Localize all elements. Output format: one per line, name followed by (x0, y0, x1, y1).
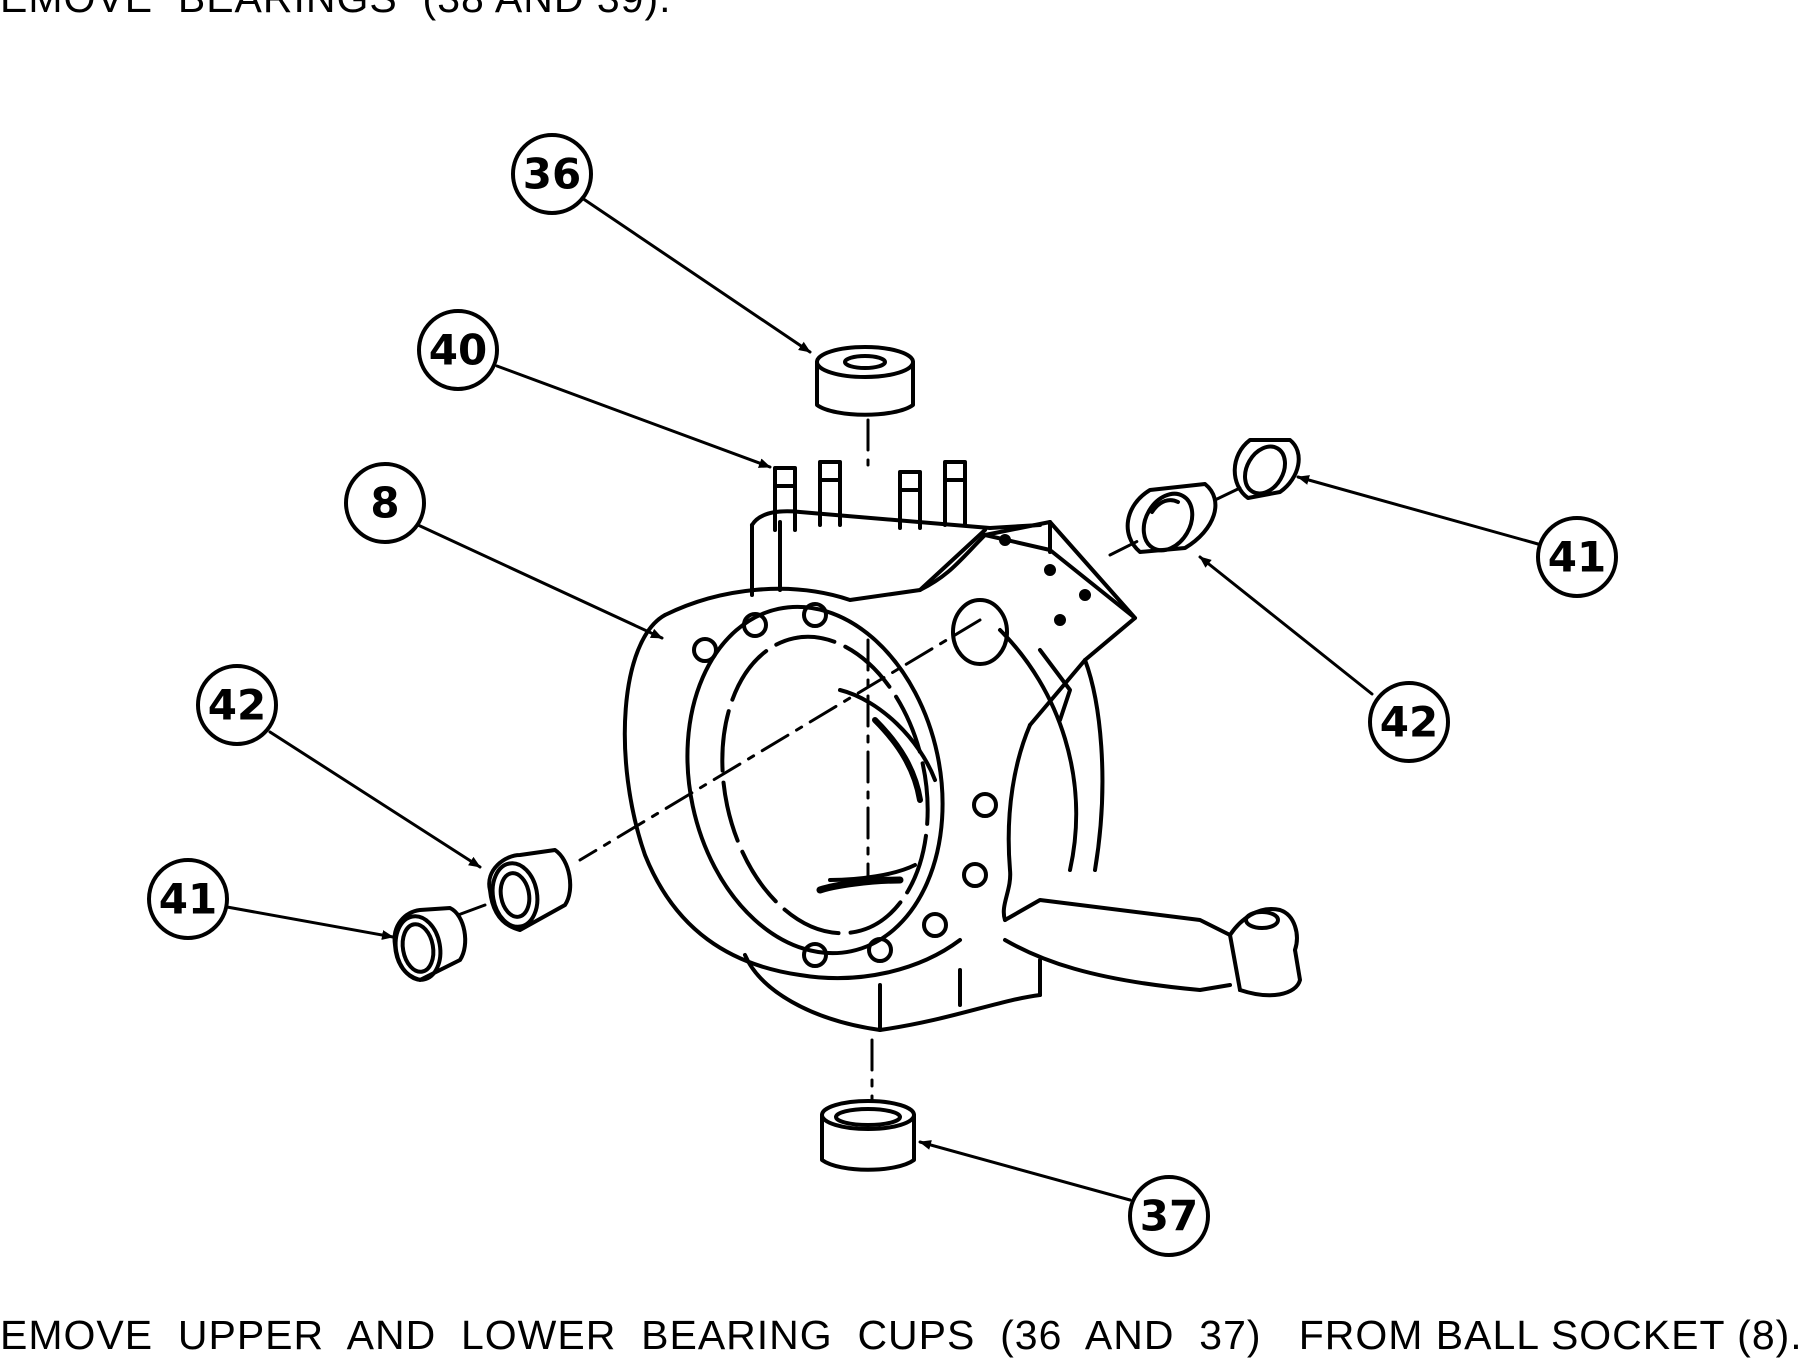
leader-lines (225, 196, 1540, 1202)
callout-37: 37 (1140, 1192, 1198, 1241)
left-seal-41 (392, 906, 468, 982)
instruction-remove-bearing-cups: EMOVE UPPER AND LOWER BEARING CUPS (36 A… (0, 1312, 1803, 1358)
callout-41-right: 41 (1548, 533, 1606, 582)
callout-8: 8 (370, 479, 399, 528)
studs (773, 460, 967, 532)
lower-bearing-cup (820, 1099, 916, 1172)
callout-40: 40 (429, 326, 487, 375)
right-bearing-42 (1125, 482, 1218, 554)
center-lines (456, 418, 1242, 1102)
callout-42-left: 42 (208, 681, 266, 730)
upper-bearing-cup (815, 345, 915, 417)
ball-socket-housing (622, 509, 1302, 1032)
callout-36: 36 (523, 150, 581, 199)
callout-41-left: 41 (159, 875, 217, 924)
callout-circles (147, 133, 1618, 1257)
right-seal-41 (1232, 438, 1301, 500)
instruction-remove-bearings: EMOVE BEARINGS (38 AND 39). (0, 0, 672, 19)
left-bearing-42 (487, 848, 573, 932)
callout-42-right: 42 (1380, 698, 1438, 747)
